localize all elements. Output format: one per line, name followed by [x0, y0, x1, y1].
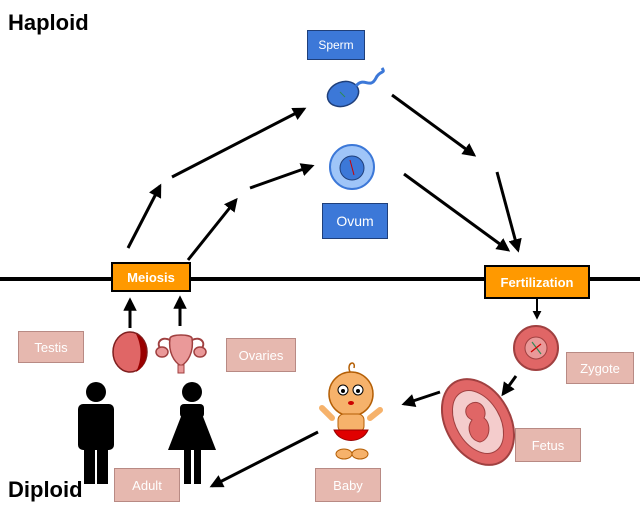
arrow-fetus-to-baby: [401, 390, 441, 407]
arrow-to-sperm: [171, 107, 307, 179]
zygote-cell-icon: [513, 325, 559, 371]
zygote-label-box: Zygote: [566, 352, 634, 384]
baby-icon: [319, 362, 383, 460]
arrow-sperm-down: [391, 93, 477, 157]
arrow-zygote-to-fetus: [501, 375, 518, 397]
ovum-cell-icon: [329, 144, 375, 190]
sperm-cell-icon: [326, 67, 385, 108]
fertilization-process-box: Fertilization: [484, 265, 590, 299]
arrow-meiosis-up-right: [186, 197, 238, 261]
sperm-label-box: Sperm: [307, 30, 365, 60]
testis-icon: [112, 331, 148, 373]
ovaries-icon: [155, 334, 207, 374]
arrow-to-ovum: [249, 163, 315, 190]
fetus-label-box: Fetus: [515, 428, 581, 462]
adult-label-box: Adult: [114, 468, 180, 502]
testis-label-box: Testis: [18, 331, 84, 363]
haploid-zone-label: Haploid: [8, 10, 89, 35]
arrow-baby-to-adult: [209, 430, 319, 488]
baby-label-box: Baby: [315, 468, 381, 502]
arrow-meiosis-up-left: [126, 183, 162, 249]
arrow-sperm-to-fertilization: [495, 171, 522, 253]
diploid-zone-label: Diploid: [8, 477, 83, 502]
ovaries-label-box: Ovaries: [226, 338, 296, 372]
female-adult-icon: [168, 382, 216, 484]
ovum-label-box: Ovum: [322, 203, 388, 239]
arrow-ovum-to-fertilization: [403, 172, 511, 252]
meiosis-process-box: Meiosis: [111, 262, 191, 292]
fetus-icon: [440, 378, 516, 466]
male-adult-icon: [78, 382, 114, 484]
